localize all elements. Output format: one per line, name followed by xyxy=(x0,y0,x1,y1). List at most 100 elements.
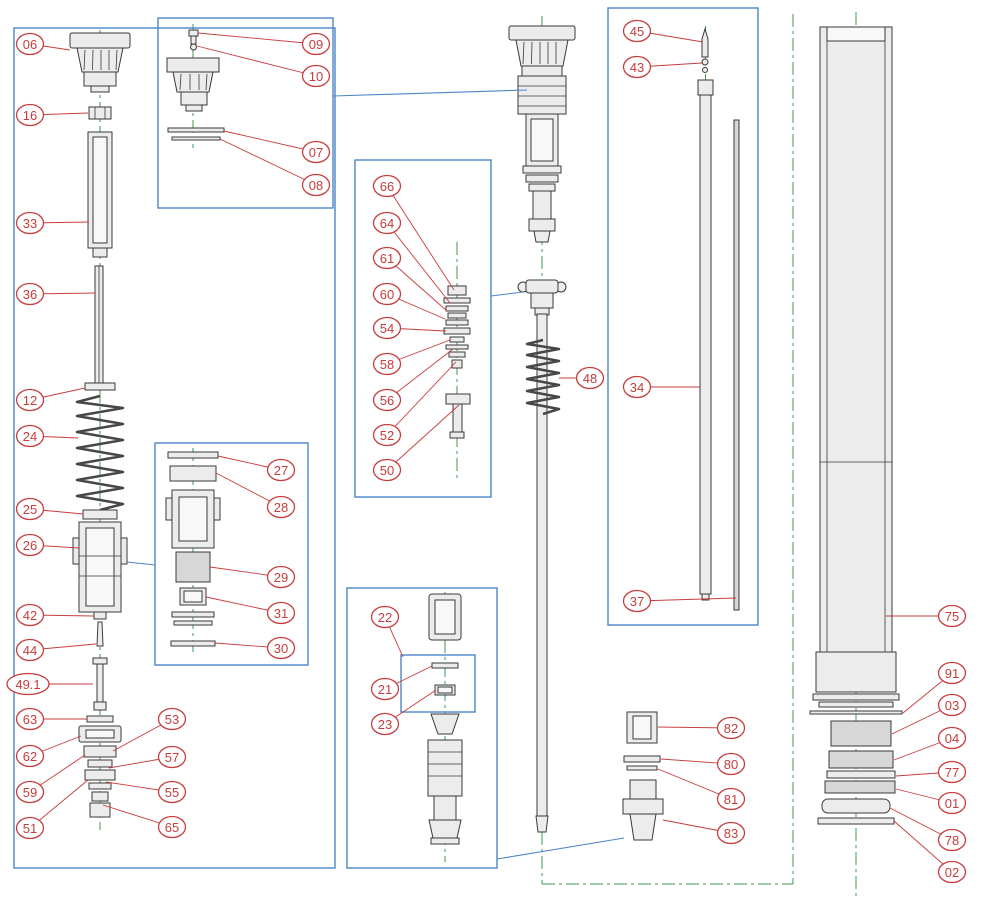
callout-label-21: 21 xyxy=(378,682,392,697)
callout-label-45: 45 xyxy=(630,24,644,39)
callout-bubble-07 xyxy=(301,140,331,164)
callout-25: 25 xyxy=(15,497,45,521)
part-needle-45 xyxy=(701,27,709,73)
callout-label-34: 34 xyxy=(630,380,644,395)
callout-43: 43 xyxy=(622,55,652,79)
callout-label-60: 60 xyxy=(380,287,394,302)
callout-label-64: 64 xyxy=(380,216,394,231)
callout-08: 08 xyxy=(301,173,331,197)
callout-bubble-63 xyxy=(15,707,45,731)
callout-02: 02 xyxy=(937,860,967,884)
callout-24: 24 xyxy=(15,424,45,448)
leader-line-52 xyxy=(386,361,457,436)
callout-label-26: 26 xyxy=(23,538,37,553)
callout-label-36: 36 xyxy=(23,287,37,302)
callout-57: 57 xyxy=(157,745,187,769)
callout-label-23: 23 xyxy=(378,717,392,732)
assembly-box-5 xyxy=(346,587,498,869)
callout-label-55: 55 xyxy=(165,785,179,800)
callout-bubble-78 xyxy=(937,828,967,852)
callout-bubble-66 xyxy=(372,174,402,198)
part-base-valve xyxy=(622,711,664,841)
leader-line-02 xyxy=(893,820,953,873)
callout-91: 91 xyxy=(937,661,967,685)
part-main-spring-24 xyxy=(75,394,125,512)
callout-label-03: 03 xyxy=(945,698,959,713)
part-spring-guide-25 xyxy=(82,509,118,520)
callout-29: 29 xyxy=(266,565,296,589)
callout-label-29: 29 xyxy=(274,570,288,585)
part-rod-34 xyxy=(697,79,714,601)
assembly-box-4 xyxy=(354,159,492,498)
callout-51: 51 xyxy=(15,816,45,840)
callout-28: 28 xyxy=(266,495,296,519)
callout-27: 27 xyxy=(266,458,296,482)
callout-42: 42 xyxy=(15,603,45,627)
callout-16: 16 xyxy=(15,103,45,127)
callout-bubble-34 xyxy=(622,375,652,399)
callout-label-53: 53 xyxy=(165,712,179,727)
callout-label-61: 61 xyxy=(380,251,394,266)
callout-bubble-08 xyxy=(301,173,331,197)
leader-line-56 xyxy=(386,348,454,401)
callout-bubble-62 xyxy=(15,744,45,768)
callout-bubble-28 xyxy=(266,495,296,519)
callout-bubble-81 xyxy=(716,787,746,811)
callout-48: 48 xyxy=(575,366,605,390)
part-main-rod xyxy=(535,313,549,833)
callout-22: 22 xyxy=(370,605,400,629)
callout-82: 82 xyxy=(716,716,746,740)
callout-09: 09 xyxy=(301,32,331,56)
callout-bubble-27 xyxy=(266,458,296,482)
callout-bubble-80 xyxy=(716,752,746,776)
callouts-layer: 0616333612242526424449.16362595153575565… xyxy=(6,19,967,884)
part-strip-37 xyxy=(733,119,740,611)
callout-label-51: 51 xyxy=(23,821,37,836)
callout-bubble-91 xyxy=(937,661,967,685)
leader-line-50 xyxy=(386,404,460,471)
callout-bubble-29 xyxy=(266,565,296,589)
callout-36: 36 xyxy=(15,282,45,306)
callout-bubble-57 xyxy=(157,745,187,769)
callout-label-22: 22 xyxy=(378,610,392,625)
callout-label-91: 91 xyxy=(945,666,959,681)
callout-bubble-01 xyxy=(937,791,967,815)
callout-label-59: 59 xyxy=(23,785,37,800)
callout-bubble-04 xyxy=(937,726,967,750)
callout-bubble-56 xyxy=(372,388,402,412)
callout-58: 58 xyxy=(372,352,402,376)
callout-label-09: 09 xyxy=(309,37,323,52)
leader-line-66 xyxy=(386,185,455,291)
callout-label-49.1: 49.1 xyxy=(15,677,40,692)
callout-label-37: 37 xyxy=(630,594,644,609)
box-connector-3 xyxy=(490,291,524,297)
callout-83: 83 xyxy=(716,821,746,845)
callout-06: 06 xyxy=(15,32,45,56)
callout-44: 44 xyxy=(15,638,45,662)
callout-54: 54 xyxy=(372,316,402,340)
callout-bubble-30 xyxy=(266,636,296,660)
callout-65: 65 xyxy=(157,815,187,839)
leader-line-37 xyxy=(636,597,737,602)
callout-bubble-43 xyxy=(622,55,652,79)
part-valve-stack xyxy=(443,285,471,439)
callout-bubble-54 xyxy=(372,316,402,340)
callout-bubble-51 xyxy=(15,816,45,840)
callout-bubble-61 xyxy=(372,246,402,270)
callout-bubble-45 xyxy=(622,19,652,43)
callout-label-08: 08 xyxy=(309,178,323,193)
callout-label-42: 42 xyxy=(23,608,37,623)
leader-line-61 xyxy=(386,257,448,312)
callout-78: 78 xyxy=(937,828,967,852)
callout-61: 61 xyxy=(372,246,402,270)
leader-line-07 xyxy=(223,130,317,153)
callout-label-48: 48 xyxy=(583,371,597,386)
callout-49.1: 49.1 xyxy=(6,672,50,696)
callout-label-30: 30 xyxy=(274,641,288,656)
callout-bubble-65 xyxy=(157,815,187,839)
callout-label-82: 82 xyxy=(724,721,738,736)
assembly-box-6 xyxy=(607,7,759,626)
callout-26: 26 xyxy=(15,533,45,557)
